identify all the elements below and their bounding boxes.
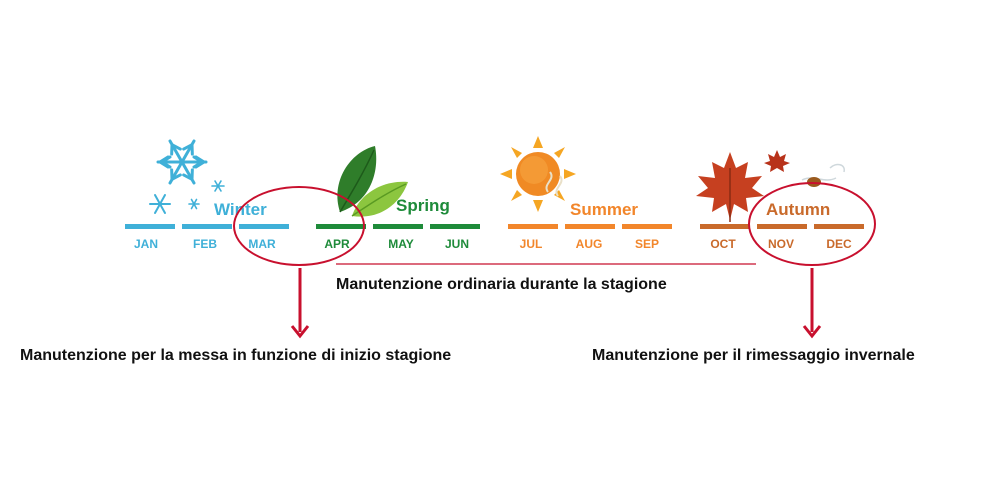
month-label-oct: OCT [710, 237, 736, 251]
season-name-spring: Spring [396, 196, 450, 215]
month-bar-feb [182, 224, 232, 229]
month-label-feb: FEB [193, 237, 217, 251]
season-start-highlight-circle [233, 186, 365, 266]
arrow-down-left-icon [290, 268, 310, 339]
season-name-summer: Summer [570, 200, 639, 219]
month-bar-oct [700, 224, 750, 229]
month-label-may: MAY [388, 237, 414, 251]
month-bar-jun [430, 224, 480, 229]
month-label-sep: SEP [634, 237, 659, 251]
caption-season-start-maintenance: Manutenzione per la messa in funzione di… [20, 347, 452, 364]
winter-storage-highlight-circle [748, 182, 876, 266]
small-maple-leaf-icon [764, 150, 790, 172]
month-label-aug: AUG [575, 237, 603, 251]
caption-ordinary-maintenance: Manutenzione ordinaria durante la stagio… [336, 276, 667, 293]
month-bar-jan [125, 224, 175, 229]
arrow-down-right-icon [802, 268, 822, 339]
snowflake-icon [149, 139, 225, 214]
month-label-jul: JUL [519, 237, 543, 251]
caption-winter-storage-maintenance: Manutenzione per il rimessaggio invernal… [592, 347, 915, 364]
month-bar-may [373, 224, 423, 229]
month-bar-jul [508, 224, 558, 229]
month-bar-aug [565, 224, 615, 229]
maple-leaf-icon [696, 152, 764, 222]
month-label-jan: JAN [133, 237, 158, 251]
month-bar-sep [622, 224, 672, 229]
sun-icon [500, 136, 576, 212]
month-label-jun: JUN [444, 237, 469, 251]
